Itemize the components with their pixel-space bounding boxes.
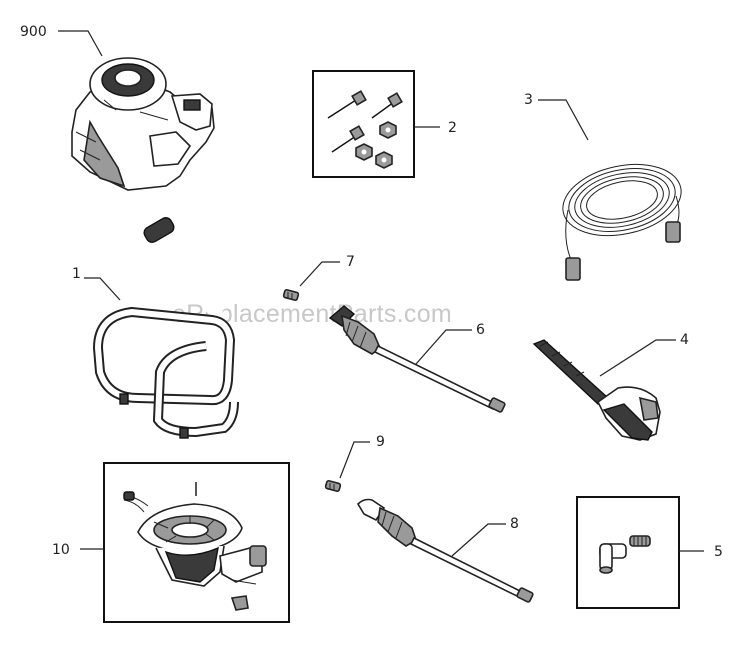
leader-4 xyxy=(599,339,676,377)
wand-icon xyxy=(356,498,534,603)
callout-10: 10 xyxy=(52,542,70,558)
callout-1: 1 xyxy=(72,266,81,282)
bolts-nuts-icon xyxy=(327,90,403,169)
leader-6 xyxy=(415,329,472,365)
frame-icon xyxy=(92,198,239,439)
hose-icon xyxy=(562,163,682,281)
leader-3 xyxy=(538,99,589,141)
leader-9 xyxy=(339,441,370,479)
pump-box xyxy=(103,462,290,623)
wand-icon xyxy=(328,305,506,413)
callout-3: 3 xyxy=(524,92,533,108)
spray-gun-icon xyxy=(532,339,661,441)
callout-8: 8 xyxy=(510,516,519,532)
callout-5: 5 xyxy=(714,544,723,560)
callout-4: 4 xyxy=(680,332,689,348)
leader-8 xyxy=(451,523,506,557)
callout-2: 2 xyxy=(448,120,457,136)
callout-7: 7 xyxy=(346,254,355,270)
leader-7 xyxy=(299,261,340,287)
adapter-kit-box xyxy=(576,496,680,609)
leader-900 xyxy=(58,30,103,57)
nozzle-icon xyxy=(324,479,342,493)
nozzle-icon xyxy=(282,288,300,302)
pump-icon xyxy=(123,482,267,611)
leader-1 xyxy=(84,277,121,301)
hardware-kit-box xyxy=(312,70,415,178)
adapter-icon xyxy=(599,535,651,574)
engine-icon xyxy=(71,57,215,191)
callout-9: 9 xyxy=(376,434,385,450)
callout-6: 6 xyxy=(476,322,485,338)
callout-900: 900 xyxy=(20,24,47,40)
